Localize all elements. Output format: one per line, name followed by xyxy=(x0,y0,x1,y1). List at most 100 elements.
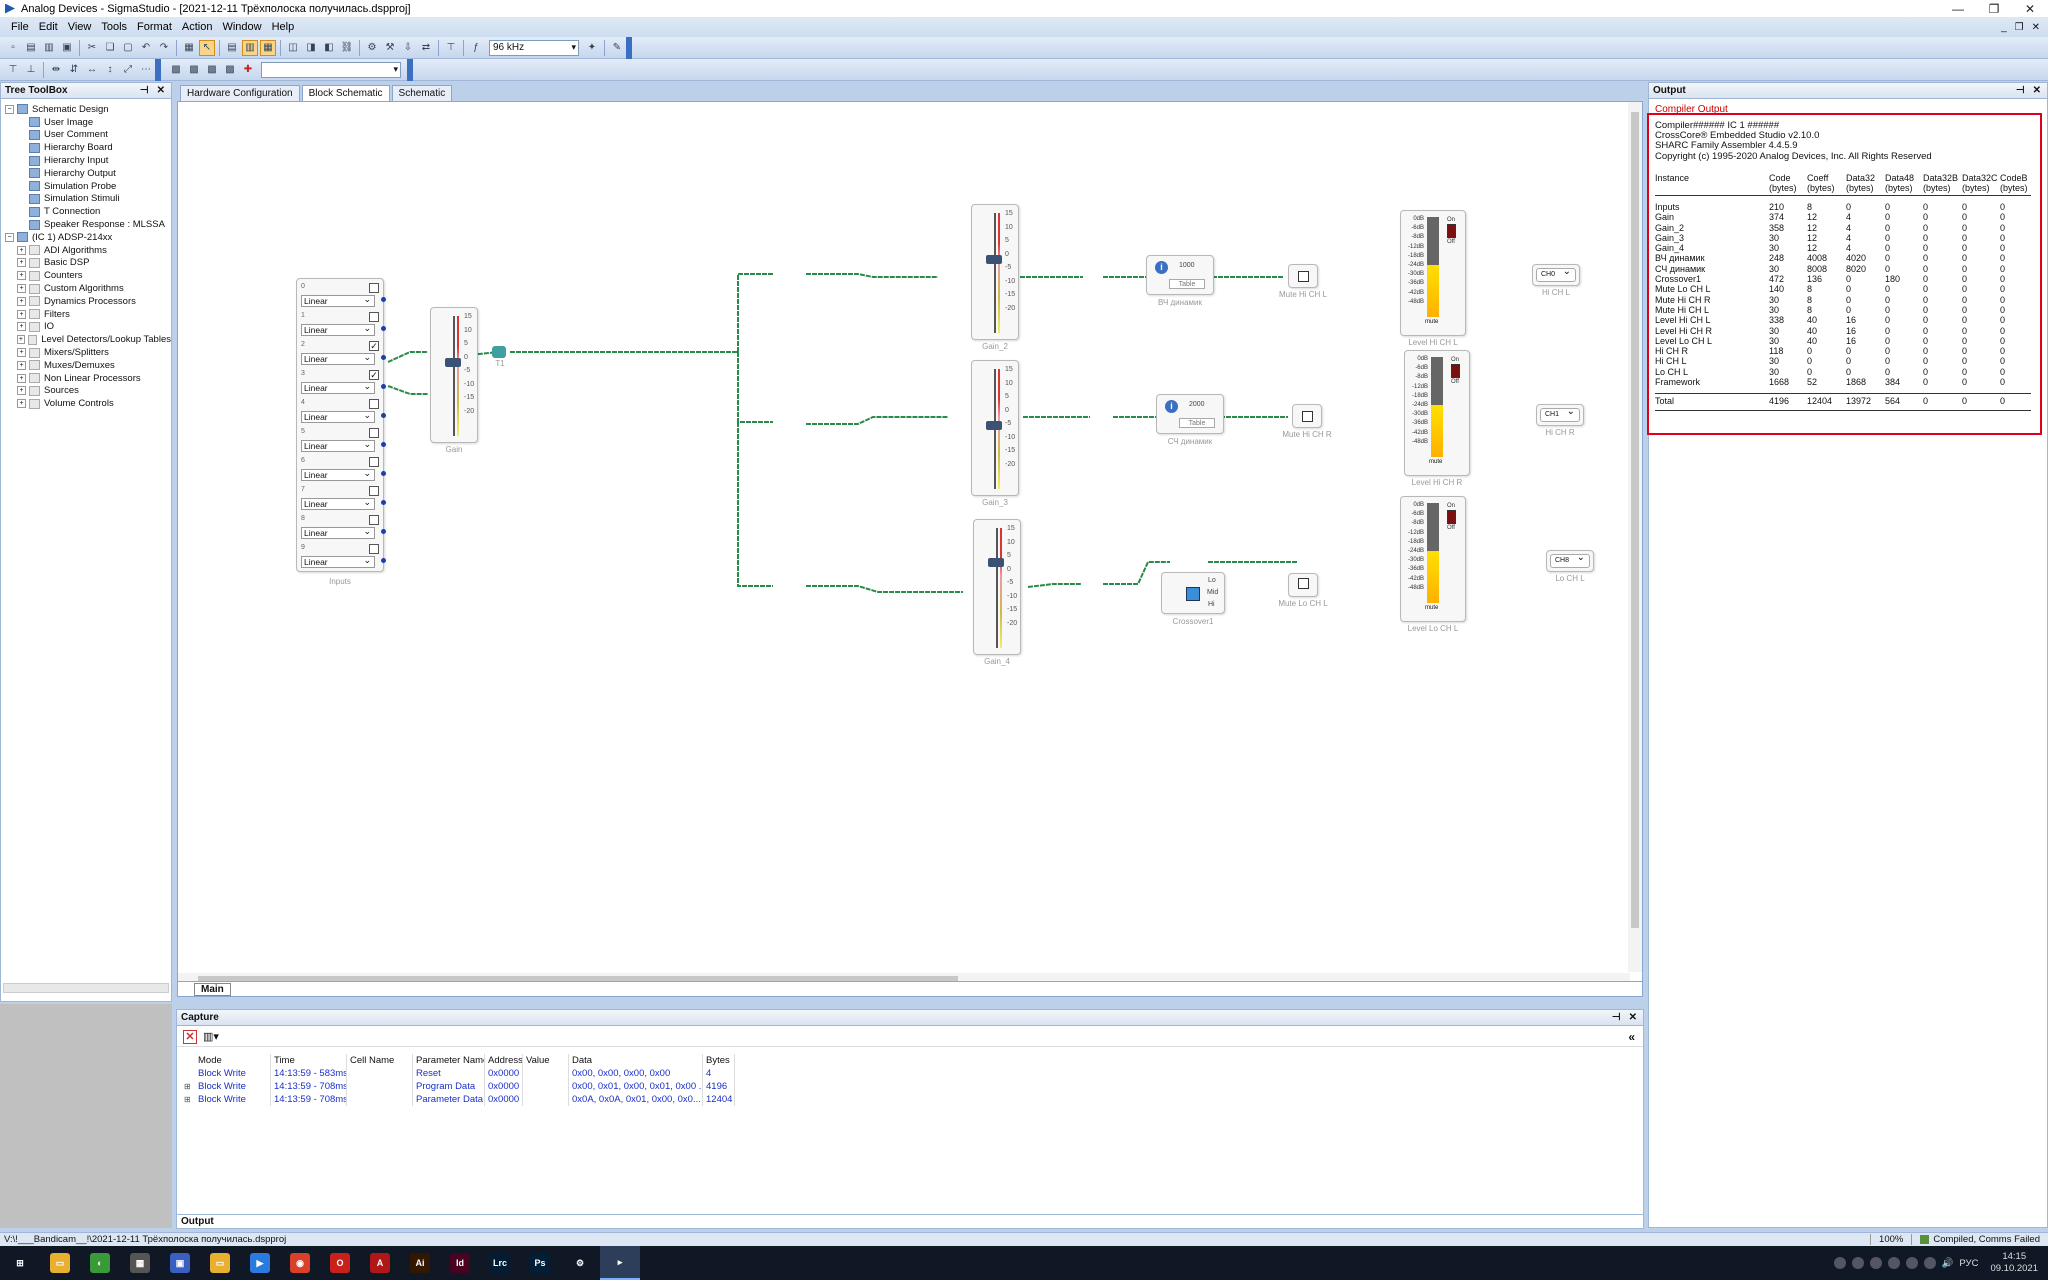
pin-icon[interactable]: ⊣ xyxy=(2015,85,2025,96)
collapse-icon[interactable]: « xyxy=(1628,1029,1635,1044)
mdi-close-icon[interactable]: ✕ xyxy=(2031,21,2040,33)
input-channel-checkbox[interactable] xyxy=(369,457,379,467)
lightroom-icon[interactable]: Lrc xyxy=(480,1246,520,1280)
input-channel-checkbox[interactable] xyxy=(369,428,379,438)
paste-icon[interactable]: ▢ xyxy=(123,42,133,53)
close-icon[interactable]: ✕ xyxy=(2032,85,2041,96)
acrobat-icon[interactable]: A xyxy=(360,1246,400,1280)
align-right-icon[interactable]: ▦ xyxy=(260,39,276,56)
input-channel-checkbox[interactable] xyxy=(369,399,379,409)
same-width-icon[interactable]: ↔ xyxy=(87,64,97,75)
tree-item[interactable]: +Muxes/Demuxes xyxy=(5,359,171,372)
pin-icon[interactable]: ⊣ xyxy=(1611,1012,1621,1023)
columns-icon[interactable]: ▥▾ xyxy=(203,1030,219,1043)
input-channel-mode-select[interactable]: Linear xyxy=(301,410,375,423)
pointer-tool-icon[interactable]: ↖ xyxy=(199,39,215,56)
distribute-v-icon[interactable]: ⇵ xyxy=(69,64,79,75)
tree-item[interactable]: +Filters xyxy=(5,308,171,321)
tree-item[interactable]: +Dynamics Processors xyxy=(5,295,171,308)
inputs-block[interactable]: 0Linear1Linear2✓Linear3✓Linear4Linear5Li… xyxy=(296,278,386,572)
tray-icon[interactable] xyxy=(1923,1257,1936,1269)
menu-format[interactable]: Format xyxy=(137,21,172,33)
expand-row-icon[interactable]: ⊞ xyxy=(184,1082,191,1091)
output-hi-ch-r-select[interactable]: CH1 xyxy=(1540,406,1580,422)
open-recent-icon[interactable]: ▥ xyxy=(44,42,54,53)
tab-main[interactable]: Main xyxy=(194,982,231,996)
close-icon[interactable]: ✕ xyxy=(1628,1012,1637,1023)
crossover-block[interactable]: Lo Mid Hi xyxy=(1161,572,1225,614)
output-lo-ch-l-select[interactable]: CH8 xyxy=(1550,552,1590,568)
expand-toggle-icon[interactable]: + xyxy=(17,284,26,294)
tree-item[interactable]: +Mixers/Splitters xyxy=(5,346,171,359)
gain4-slider-knob[interactable] xyxy=(988,558,1004,567)
block-2-icon[interactable]: ▩ xyxy=(189,64,199,75)
expand-toggle-icon[interactable]: + xyxy=(17,245,26,255)
undo-icon[interactable]: ↶ xyxy=(141,42,151,53)
level-lo-ch-l-block[interactable]: 0dB-6dB-8dB-12dB-18dB-24dB-30dB-36dB-42d… xyxy=(1400,496,1466,622)
clock[interactable]: 14:15 09.10.2021 xyxy=(1990,1251,2038,1275)
distribute-h-icon[interactable]: ⇹ xyxy=(51,64,61,75)
input-channel-checkbox[interactable] xyxy=(369,283,379,293)
output-hi-ch-l-select[interactable]: CH0 xyxy=(1536,266,1576,282)
output-hi-ch-r-block[interactable]: CH1 xyxy=(1536,404,1584,426)
tree-item[interactable]: +IO xyxy=(5,321,171,334)
bp-filter-block[interactable]: i 2000 Table xyxy=(1156,394,1224,434)
input-channel-mode-select[interactable]: Linear xyxy=(301,381,375,394)
start-icon[interactable]: ⊞ xyxy=(0,1246,40,1280)
tree-item[interactable]: +Counters xyxy=(5,269,171,282)
explorer-folder-icon[interactable]: ▭ xyxy=(40,1246,80,1280)
debug-icon[interactable]: ⇄ xyxy=(421,42,431,53)
media-play-icon[interactable]: ▶ xyxy=(240,1246,280,1280)
input-channel-checkbox[interactable] xyxy=(369,544,379,554)
chrome-icon[interactable]: ◉ xyxy=(280,1246,320,1280)
tab-hardware-configuration[interactable]: Hardware Configuration xyxy=(180,85,300,101)
grid-icon[interactable]: ▦ xyxy=(184,42,194,53)
tree-item[interactable]: +Sources xyxy=(5,385,171,398)
capture-column-header[interactable]: Cell Name xyxy=(347,1054,413,1067)
restore-button[interactable]: ❐ xyxy=(1988,1,2000,16)
tab-schematic[interactable]: Schematic xyxy=(391,85,453,101)
tree-item[interactable]: +Non Linear Processors xyxy=(5,372,171,385)
output-hi-ch-l-block[interactable]: CH0 xyxy=(1532,264,1580,286)
align-middle-icon[interactable]: ⊥ xyxy=(26,64,36,75)
t1-junction[interactable] xyxy=(492,346,506,358)
tree-item[interactable]: +Volume Controls xyxy=(5,397,171,410)
capture-column-header[interactable]: Address xyxy=(485,1054,523,1067)
tree-item[interactable]: Simulation Stimuli xyxy=(5,193,171,206)
tree-item[interactable]: −Schematic Design xyxy=(5,103,171,116)
close-icon[interactable]: ✕ xyxy=(156,85,165,96)
menu-action[interactable]: Action xyxy=(181,21,213,33)
menu-tools[interactable]: Tools xyxy=(101,21,128,33)
input-channel-checkbox[interactable]: ✓ xyxy=(369,341,379,351)
input-channel-mode-select[interactable]: Linear xyxy=(301,526,375,539)
tree-item[interactable]: Speaker Response : MLSSA xyxy=(5,218,171,231)
block-1-icon[interactable]: ▩ xyxy=(171,64,181,75)
app-green-icon[interactable]: ◐ xyxy=(80,1246,120,1280)
tree-item[interactable]: T Connection xyxy=(5,205,171,218)
same-size-icon[interactable]: ⤢ xyxy=(124,64,132,75)
menu-file[interactable]: File xyxy=(11,21,29,33)
expand-toggle-icon[interactable]: + xyxy=(17,373,26,383)
tree-item[interactable]: +Basic DSP xyxy=(5,257,171,270)
output-lo-ch-l-block[interactable]: CH8 xyxy=(1546,550,1594,572)
menu-window[interactable]: Window xyxy=(222,21,262,33)
language-indicator[interactable]: РУС xyxy=(1959,1257,1979,1269)
input-channel-mode-select[interactable]: Linear xyxy=(301,468,375,481)
tray-icon[interactable] xyxy=(1905,1257,1918,1269)
info-icon[interactable]: i xyxy=(1165,400,1178,413)
capture-column-header[interactable]: Bytes xyxy=(703,1054,735,1067)
settings-icon[interactable]: ⚙ xyxy=(560,1246,600,1280)
sigmastudio-icon[interactable]: ▸ xyxy=(600,1246,640,1280)
bp-table-button[interactable]: Table xyxy=(1179,418,1215,428)
input-channel-mode-select[interactable]: Linear xyxy=(301,555,375,568)
input-channel-checkbox[interactable] xyxy=(369,312,379,322)
pen-icon[interactable]: ✎ xyxy=(612,42,622,53)
volume-icon[interactable]: 🔊 xyxy=(1941,1257,1954,1269)
expand-toggle-icon[interactable]: + xyxy=(17,271,26,281)
expand-toggle-icon[interactable]: + xyxy=(17,258,26,268)
mute-lo-ch-l-block[interactable] xyxy=(1288,573,1318,597)
